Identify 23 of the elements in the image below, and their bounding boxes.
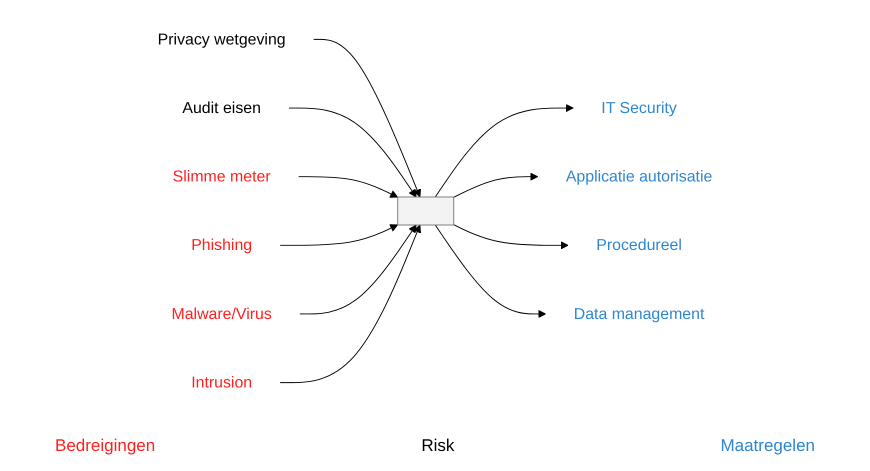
- arrow: [453, 224, 569, 249]
- arrow: [280, 224, 422, 383]
- node-text: Data management: [574, 304, 704, 322]
- arrow: [453, 172, 538, 198]
- node-text: Intrusion: [191, 373, 252, 391]
- node-text: Applicatie autorisatie: [566, 167, 712, 185]
- arrow: [313, 38, 422, 197]
- column-label: Bedreigingen: [55, 436, 156, 456]
- node-text: Procedureel: [596, 236, 682, 254]
- arrow: [298, 176, 398, 198]
- column-label: Risk: [421, 436, 454, 456]
- arrow: [280, 224, 398, 246]
- arrow: [288, 107, 417, 197]
- column-label: Maatregelen: [720, 436, 815, 456]
- node-text: Malware/Virus: [172, 304, 272, 322]
- node-text: IT Security: [601, 98, 677, 116]
- arrow: [434, 103, 574, 197]
- arrow: [299, 224, 417, 314]
- arrow: [434, 224, 546, 318]
- node-text: Audit eisen: [182, 98, 261, 116]
- node-text: Slimme meter: [172, 167, 271, 185]
- node-text: Phishing: [191, 236, 252, 254]
- node-text: Privacy wetgeving: [158, 30, 286, 48]
